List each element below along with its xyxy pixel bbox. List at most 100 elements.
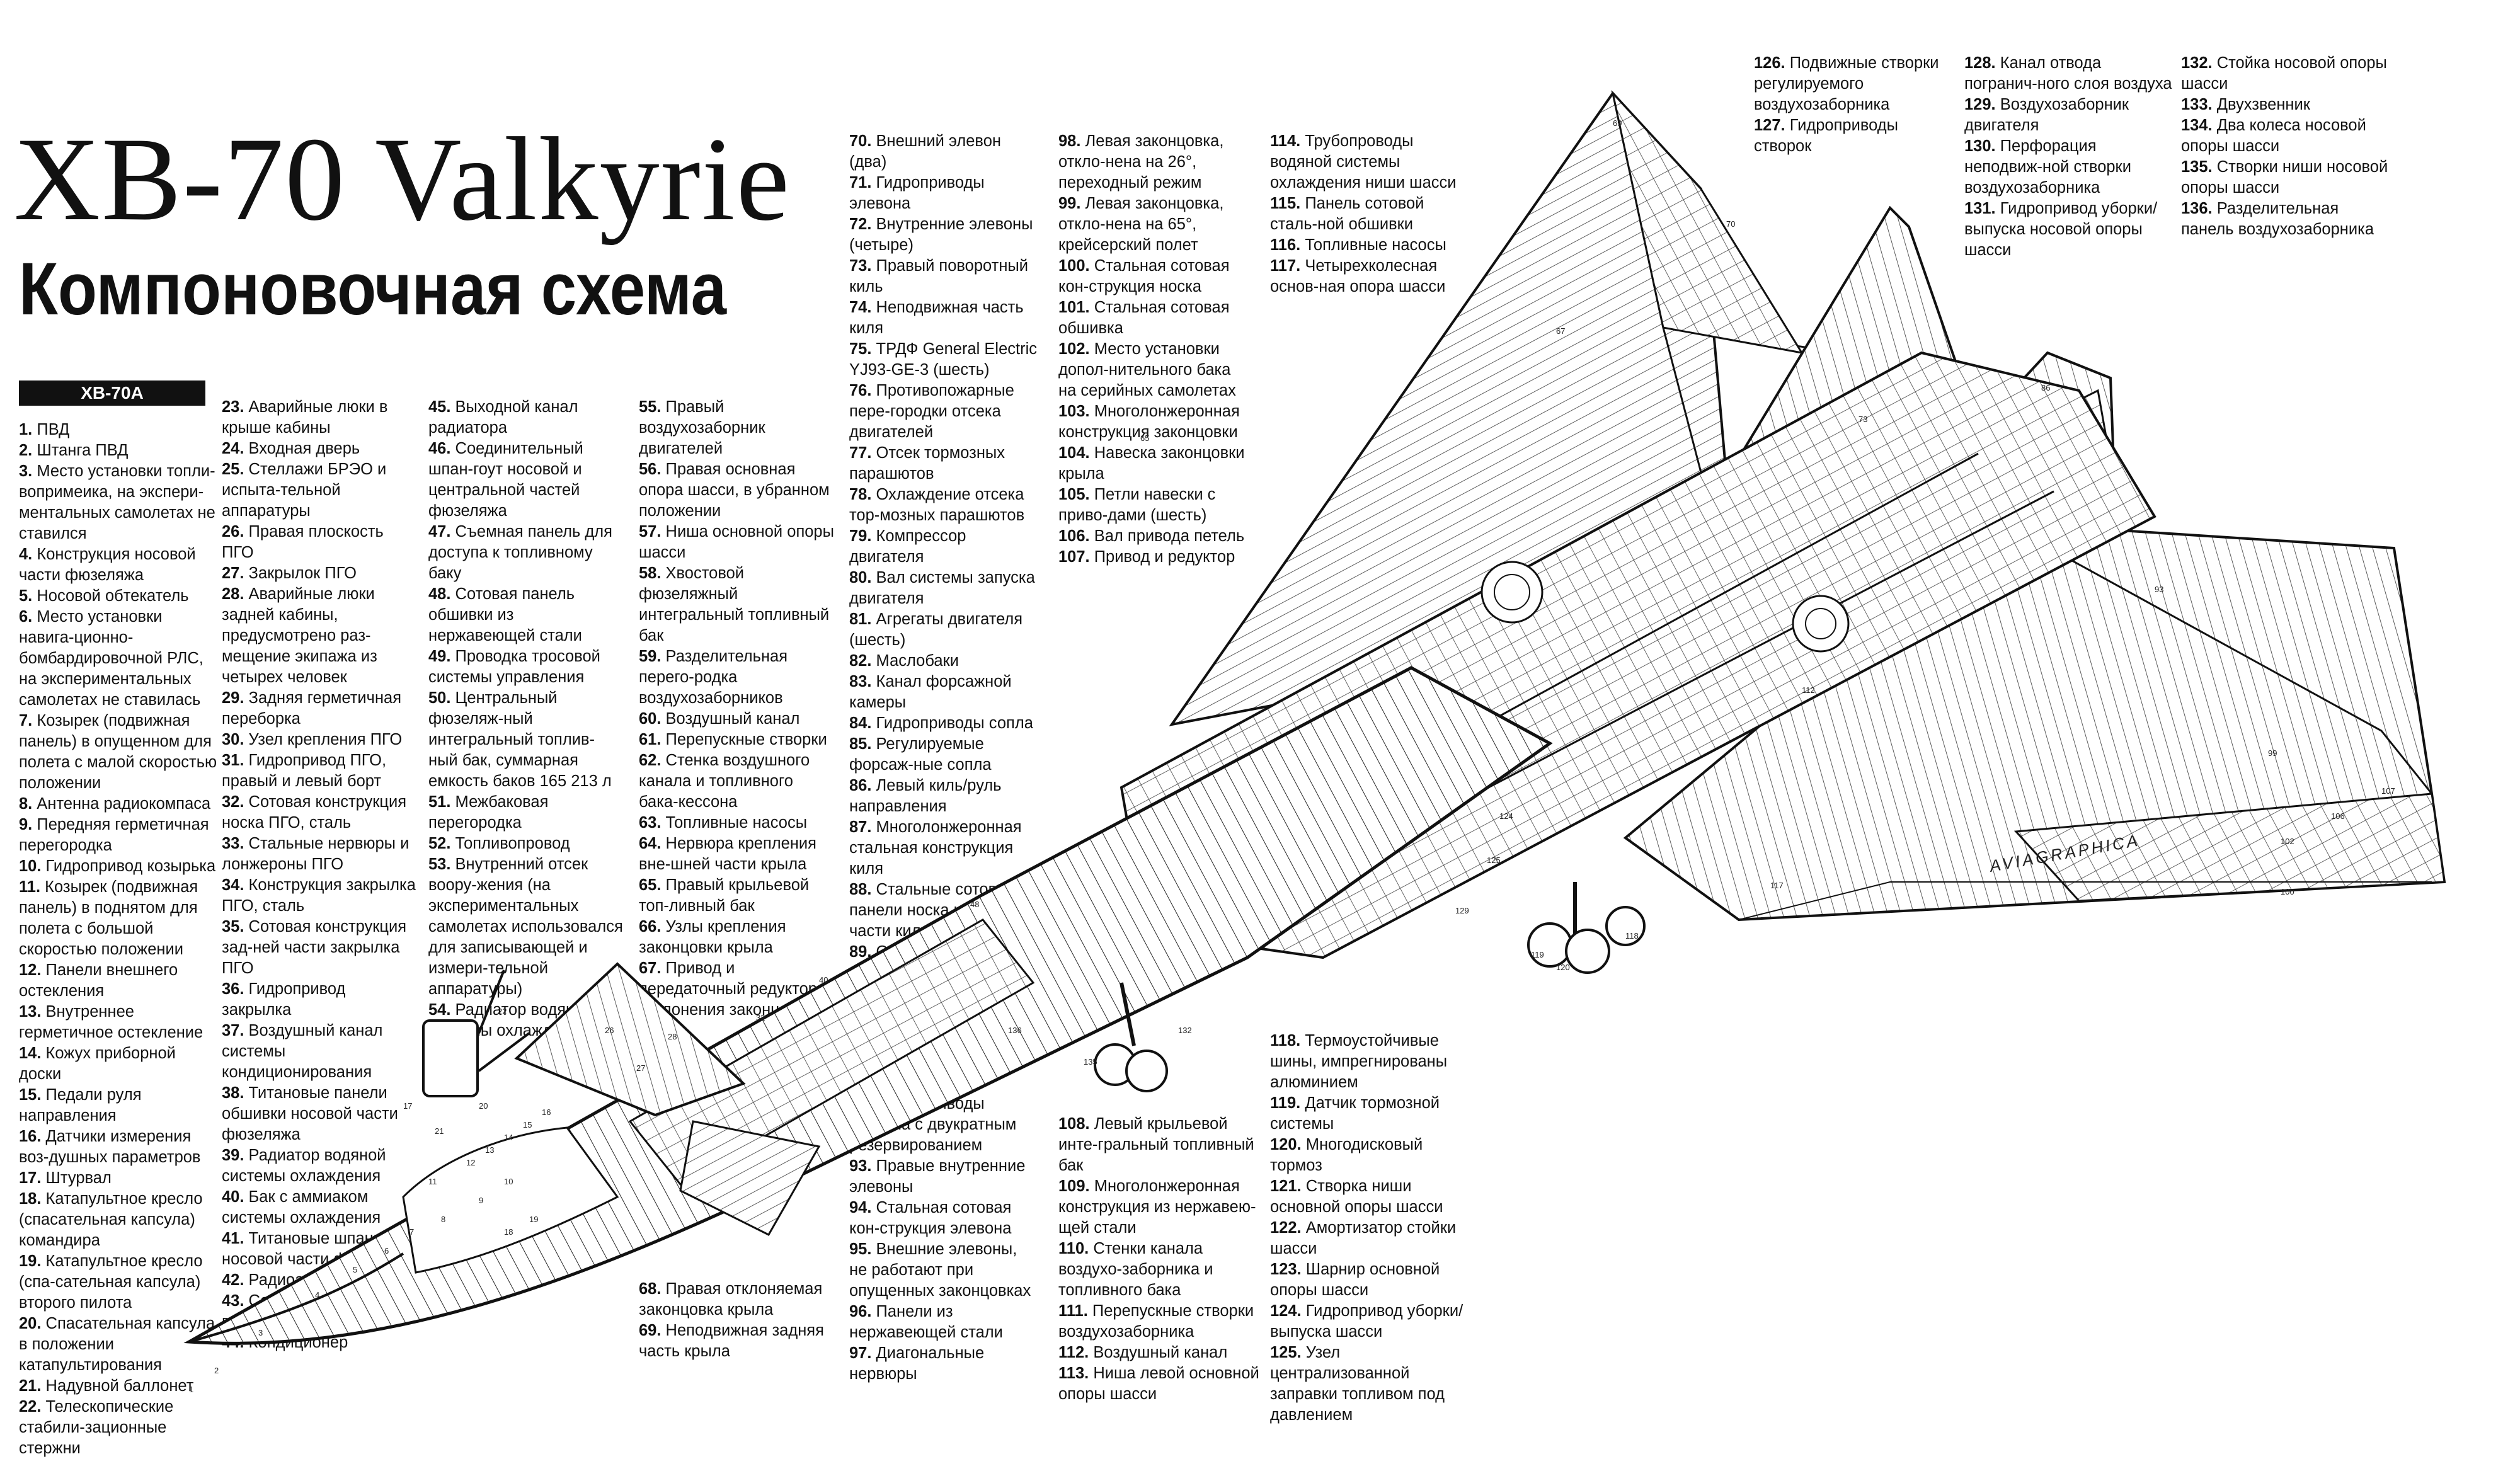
legend-item-text: Козырек (подвижная панель) в поднятом дл…	[19, 878, 198, 958]
legend-column-6: 98. Левая законцовка, откло-нена на 26°,…	[1058, 131, 1247, 568]
legend-item-number: 11.	[19, 878, 41, 896]
legend-item-text: Топливные насосы	[661, 814, 808, 832]
legend-item-text: Маслобаки	[871, 652, 959, 670]
legend-item: 129. Воздухозаборник двигателя	[1964, 94, 2179, 136]
legend-item-number: 96.	[849, 1303, 872, 1320]
legend-item: 68. Правая отклоняемая законцовка крыла	[639, 1279, 834, 1320]
legend-item-text: Сотовая конструкция носка ПГО, сталь	[222, 793, 407, 832]
legend-item: 25. Стеллажи БРЭО и испыта-тельной аппар…	[222, 459, 417, 522]
legend-item-text: Стальные нервюры и лонжероны ПГО	[222, 835, 410, 873]
legend-item: 107. Привод и редуктор	[1058, 547, 1247, 568]
legend-item-text: Трубопроводы водяной системы охлаждения …	[1270, 132, 1457, 192]
model-badge: XB-70A	[19, 380, 205, 406]
legend-item-text: Внутренний отсек воору-жения (на экспери…	[428, 855, 623, 998]
legend-item: 16. Датчики измерения воз-душных парамет…	[19, 1126, 220, 1168]
legend-item-text: Узлы крепления законцовки крыла	[639, 918, 786, 956]
legend-item: 15. Педали руля направления	[19, 1085, 220, 1126]
legend-item: 52. Топливопровод	[428, 833, 624, 854]
legend-item: 45. Выходной канал радиатора	[428, 397, 624, 438]
legend-item-text: Аварийные люки в крыше кабины	[222, 398, 388, 437]
legend-item-number: 130.	[1964, 137, 1996, 155]
legend-item: 131. Гидропривод уборки/выпуска носовой …	[1964, 198, 2179, 261]
legend-item-text: Отсек тормозных парашютов	[849, 444, 1005, 483]
legend-item-number: 32.	[222, 793, 244, 811]
legend-item-number: 68.	[639, 1280, 662, 1298]
legend-item-text: Выходной канал радиатора	[428, 398, 578, 437]
legend-item-text: Стальная сотовая кон-струкция носка	[1058, 257, 1230, 295]
legend-item-number: 72.	[849, 215, 872, 233]
legend-item-text: Место установки топли-вопримеика, на экс…	[19, 462, 215, 542]
legend-item-number: 77.	[849, 444, 872, 462]
legend-item-text: Воздухозаборник двигателя	[1964, 96, 2129, 134]
legend-item-text: Межбаковая перегородка	[428, 793, 549, 832]
callout-number: 118	[1625, 931, 1639, 941]
legend-item-number: 126.	[1754, 54, 1785, 72]
legend-item: 22. Телескопические стабили-зационные ст…	[19, 1397, 220, 1459]
legend-item-number: 73.	[849, 257, 872, 275]
legend-item-text: Правая основная опора шасси, в убранном …	[639, 461, 830, 520]
legend-item-number: 39.	[222, 1147, 244, 1164]
legend-item-text: Спасательная капсула в положении катапул…	[19, 1315, 215, 1374]
legend-item-number: 1.	[19, 421, 33, 438]
legend-item-number: 132.	[2181, 54, 2213, 72]
legend-item: 5. Носовой обтекатель	[19, 586, 220, 607]
legend-item-text: Конструкция закрылка ПГО, сталь	[222, 876, 416, 915]
legend-item-number: 127.	[1754, 117, 1785, 134]
legend-item-text: Термоустойчивые шины, импрегнированы алю…	[1270, 1032, 1448, 1091]
legend-item-text: Проводка тросовой системы управления	[428, 648, 600, 686]
legend-item: 39. Радиатор водяной системы охлаждения	[222, 1145, 417, 1187]
legend-item: 4. Конструкция носовой части фюзеляжа	[19, 544, 220, 586]
legend-item: 70. Внешний элевон (два)	[849, 131, 1038, 173]
legend-item-number: 29.	[222, 689, 244, 707]
legend-item-text: Антенна радиокомпаса	[32, 795, 211, 813]
legend-item: 61. Перепускные створки	[639, 730, 835, 750]
canard	[514, 962, 821, 1236]
legend-item: 69. Неподвижная задняя часть крыла	[639, 1320, 834, 1362]
legend-item: 72. Внутренние элевоны (четыре)	[849, 214, 1038, 256]
legend-item: 57. Ниша основной опоры шасси	[639, 522, 835, 563]
legend-item: 78. Охлаждение отсека тор-мозных парашют…	[849, 484, 1038, 526]
legend-item-number: 67.	[639, 959, 662, 977]
callout-number: 120	[1556, 963, 1570, 972]
legend-item-number: 13.	[19, 1003, 42, 1021]
legend-item-number: 79.	[849, 527, 872, 545]
legend-item-number: 116.	[1270, 236, 1301, 254]
legend-item-number: 25.	[222, 461, 244, 478]
legend-item: 24. Входная дверь	[222, 438, 417, 459]
legend-item-number: 64.	[639, 835, 662, 852]
legend-item: 120. Многодисковый тормоз	[1270, 1135, 1472, 1176]
legend-item: 127. Гидроприводы створок	[1754, 115, 1956, 157]
legend-item-number: 30.	[222, 731, 244, 748]
legend-item-number: 7.	[19, 712, 33, 730]
legend-item-number: 103.	[1058, 403, 1090, 420]
callout-number: 117	[1770, 881, 1784, 890]
legend-item-text: Закрылок ПГО	[244, 564, 357, 582]
nose-gear	[1094, 982, 1168, 1092]
legend-column-9: 128. Канал отвода погранич-ного слоя воз…	[1964, 53, 2179, 261]
legend-item-text: Стенка воздушного канала и топливного ба…	[639, 752, 810, 811]
legend-item-number: 124.	[1270, 1302, 1302, 1320]
legend-item: 124. Гидропривод уборки/выпуска шасси	[1270, 1301, 1472, 1342]
legend-item-number: 105.	[1058, 486, 1090, 503]
legend-item: 102. Место установки допол-нительного ба…	[1058, 339, 1247, 401]
legend-item: 94. Стальная сотовая кон-струкция элевон…	[849, 1198, 1038, 1239]
callout-number: 102	[2281, 837, 2294, 846]
legend-item: 101. Стальная сотовая обшивка	[1058, 297, 1247, 339]
legend-item-text: Створка ниши основной опоры шасси	[1270, 1177, 1443, 1216]
legend-item: 53. Внутренний отсек воору-жения (на экс…	[428, 854, 624, 1000]
legend-item-number: 86.	[849, 777, 872, 794]
legend-item-number: 93.	[849, 1157, 872, 1175]
legend-item-number: 113.	[1058, 1365, 1089, 1382]
legend-item-text: Сотовая панель обшивки из нержавеющей ст…	[428, 585, 582, 644]
legend-item-number: 71.	[849, 174, 872, 192]
legend-item: 67. Привод и передаточный редуктор откло…	[639, 958, 835, 1021]
callout-number: 40	[819, 975, 828, 985]
legend-item-number: 20.	[19, 1315, 42, 1332]
legend-item: 80. Вал системы запуска двигателя	[849, 568, 1038, 609]
legend-item: 32. Сотовая конструкция носка ПГО, сталь	[222, 792, 417, 833]
callout-number: 132	[1178, 1026, 1192, 1035]
